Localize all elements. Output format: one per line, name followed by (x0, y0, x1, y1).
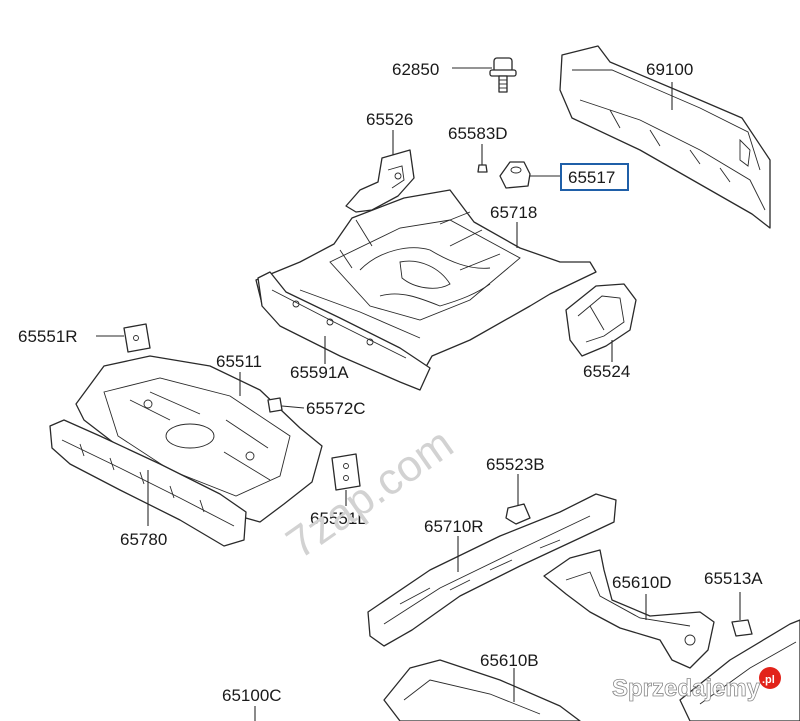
brand-logo: Sprzedajemy .pl (612, 667, 781, 702)
part-62850-bolt (452, 57, 517, 93)
part-side-member-lower-right (679, 619, 800, 721)
label-65583D: 65583D (448, 124, 508, 143)
label-65513A: 65513A (704, 569, 763, 588)
label-65572C: 65572C (306, 399, 366, 418)
label-65710R: 65710R (424, 517, 484, 536)
label-65610B: 65610B (480, 651, 539, 670)
label-65523B: 65523B (486, 455, 545, 474)
label-65511: 65511 (216, 352, 262, 371)
part-65551R-bracket (96, 323, 151, 353)
part-65513A-bolt (731, 592, 753, 637)
part-65591A-crossmember (257, 271, 431, 391)
part-65572C-clip (267, 397, 305, 413)
part-65610B-member (383, 659, 581, 721)
label-65551L: 65551L (310, 509, 367, 528)
part-labels: 62850 69100 65526 65583D 65517 65718 655… (18, 60, 763, 705)
part-65718-rear-floor (255, 189, 597, 375)
label-65100C: 65100C (222, 686, 282, 705)
brand-text: Sprzedajemy (612, 675, 761, 702)
part-65517-bracket (499, 161, 629, 191)
part-65523B-bracket (505, 474, 531, 525)
part-65583D-clip (477, 144, 488, 173)
highlight-box-65517 (560, 163, 629, 191)
part-65710R-side-member (367, 493, 617, 647)
label-65517: 65517 (568, 168, 615, 187)
label-65526: 65526 (366, 110, 413, 129)
part-65780-crossmember (49, 419, 247, 547)
part-69100-rear-panel (559, 45, 771, 229)
label-65524: 65524 (583, 362, 630, 381)
part-65524-bracket (565, 283, 637, 362)
part-65610D-arm (543, 549, 715, 669)
label-65780: 65780 (120, 530, 167, 549)
label-65551R: 65551R (18, 327, 78, 346)
label-65718: 65718 (490, 203, 537, 222)
part-65526-bracket (345, 130, 415, 213)
label-62850: 62850 (392, 60, 439, 79)
label-65610D: 65610D (612, 573, 672, 592)
brand-suffix: .pl (762, 674, 775, 686)
label-65591A: 65591A (290, 363, 349, 382)
label-69100: 69100 (646, 60, 693, 79)
brand-dot-icon (759, 667, 781, 689)
part-65551L-bracket (331, 453, 361, 506)
